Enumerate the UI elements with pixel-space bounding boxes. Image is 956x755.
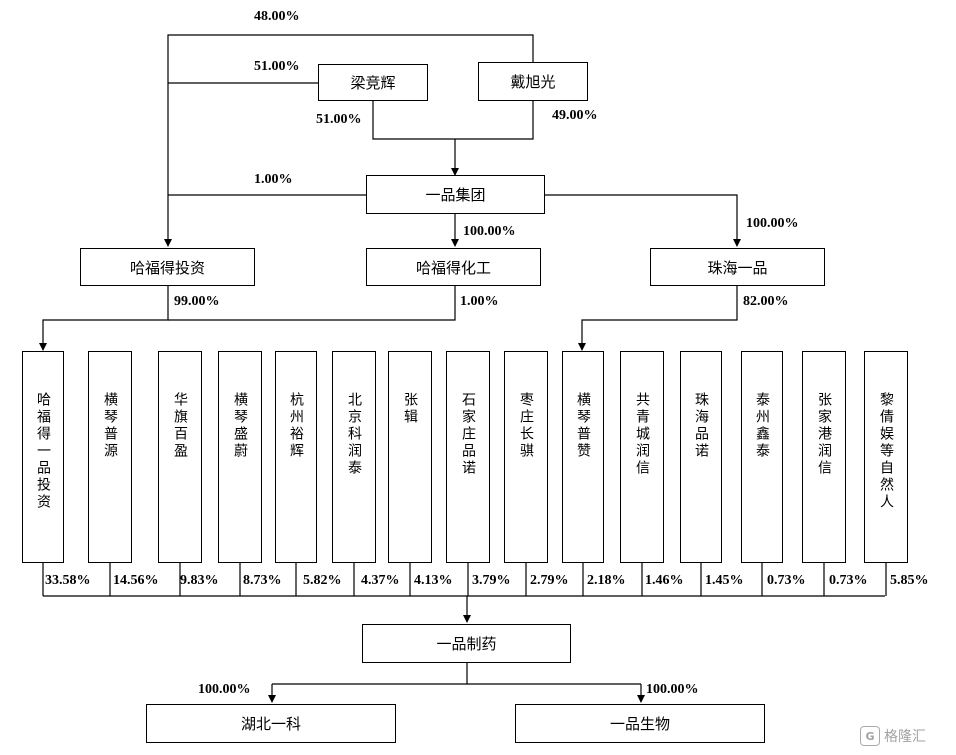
shareholder-pct: 5.85% — [890, 573, 929, 588]
shareholder-name: 张家港润信 — [816, 392, 832, 477]
node-liang-jinghui: 梁竞辉 — [318, 64, 428, 101]
node-yipin-group: 一品集团 — [366, 175, 545, 214]
pct-liang-to-group: 51.00% — [316, 112, 362, 127]
shareholder-pct: 2.79% — [530, 573, 569, 588]
shareholder-box: 横琴盛蔚 — [218, 351, 262, 563]
shareholder-name: 张辑 — [402, 392, 418, 426]
shareholder-pct: 4.37% — [361, 573, 400, 588]
line-dai-to-invest — [164, 34, 534, 247]
node-zhuhai-yipin: 珠海一品 — [650, 248, 825, 286]
pct-pharma-to-bio: 100.00% — [646, 682, 699, 697]
shareholder-box: 石家庄品诺 — [446, 351, 490, 563]
pct-zhuhai-to-puzan: 82.00% — [743, 294, 789, 309]
node-dai-xuguang: 戴旭光 — [478, 62, 588, 101]
shareholder-name: 珠海品诺 — [693, 392, 709, 460]
shareholder-box: 北京科润泰 — [332, 351, 376, 563]
shareholder-box: 华旗百盈 — [158, 351, 202, 563]
shareholder-box: 黎倩娱等自然人 — [864, 351, 908, 563]
line-chem-down — [168, 286, 456, 321]
shareholder-pct: 2.18% — [587, 573, 626, 588]
shareholder-box: 珠海品诺 — [680, 351, 722, 563]
node-hfd-invest: 哈福得投资 — [80, 248, 255, 286]
shareholder-pct: 33.58% — [45, 573, 91, 588]
pct-group-to-chem: 100.00% — [463, 224, 516, 239]
shareholder-name: 石家庄品诺 — [460, 392, 476, 477]
pct-invest-to-hfdyipin: 99.00% — [174, 294, 220, 309]
pct-pharma-to-hubei: 100.00% — [198, 682, 251, 697]
pct-liang-to-invest: 51.00% — [254, 59, 300, 74]
shareholder-name: 华旗百盈 — [172, 392, 188, 460]
line-zhuhai-down — [578, 286, 738, 351]
shareholder-box: 横琴普赞 — [562, 351, 604, 563]
node-hfd-chem: 哈福得化工 — [366, 248, 541, 286]
shareholder-name: 横琴普源 — [102, 392, 118, 460]
node-hubei-yike: 湖北一科 — [146, 704, 396, 743]
shareholder-box: 张辑 — [388, 351, 432, 563]
line-group-to-zhuhai — [545, 194, 741, 247]
pct-group-to-invest: 1.00% — [254, 172, 293, 187]
shareholder-box: 横琴普源 — [88, 351, 132, 563]
shareholder-pct: 14.56% — [113, 573, 159, 588]
shareholder-box: 枣庄长骐 — [504, 351, 548, 563]
shareholder-box: 泰州鑫泰 — [741, 351, 783, 563]
line-invest-down — [39, 286, 169, 351]
pct-dai-to-group: 49.00% — [552, 108, 598, 123]
shareholder-pct: 1.46% — [645, 573, 684, 588]
shareholder-pct: 4.13% — [414, 573, 453, 588]
shareholder-name: 杭州裕辉 — [288, 392, 304, 460]
node-yipin-bio: 一品生物 — [515, 704, 765, 743]
shareholder-pct: 9.83% — [180, 573, 219, 588]
node-yipin-pharma: 一品制药 — [362, 624, 571, 663]
shareholder-pct: 3.79% — [472, 573, 511, 588]
shareholder-name: 哈福得一品投资 — [35, 392, 51, 511]
shareholder-name: 共青城润信 — [634, 392, 650, 477]
pct-dai-to-invest: 48.00% — [254, 9, 300, 24]
shareholder-box: 杭州裕辉 — [275, 351, 317, 563]
watermark-icon: G — [860, 726, 880, 746]
shareholder-name: 横琴盛蔚 — [232, 392, 248, 460]
shareholder-pct: 5.82% — [303, 573, 342, 588]
line-liang-to-group — [372, 101, 455, 140]
shareholder-pct: 8.73% — [243, 573, 282, 588]
shareholder-pct: 1.45% — [705, 573, 744, 588]
shareholder-name: 泰州鑫泰 — [754, 392, 770, 460]
shareholder-pct: 0.73% — [829, 573, 868, 588]
shareholder-box: 张家港润信 — [802, 351, 846, 563]
watermark-text: 格隆汇 — [884, 729, 926, 745]
shareholder-name: 枣庄长骐 — [518, 392, 534, 460]
pct-chem-to-hfdyipin: 1.00% — [460, 294, 499, 309]
shareholder-name: 北京科润泰 — [346, 392, 362, 477]
shareholder-box: 哈福得一品投资 — [22, 351, 64, 563]
shareholder-box: 共青城润信 — [620, 351, 664, 563]
shareholder-name: 黎倩娱等自然人 — [878, 392, 894, 511]
watermark-logo: G 格隆汇 — [860, 722, 952, 750]
pct-group-to-zhuhai: 100.00% — [746, 216, 799, 231]
shareholder-stubs — [42, 563, 887, 596]
shareholder-pct: 0.73% — [767, 573, 806, 588]
shareholder-name: 横琴普赞 — [575, 392, 591, 460]
line-dai-to-group — [455, 101, 534, 140]
